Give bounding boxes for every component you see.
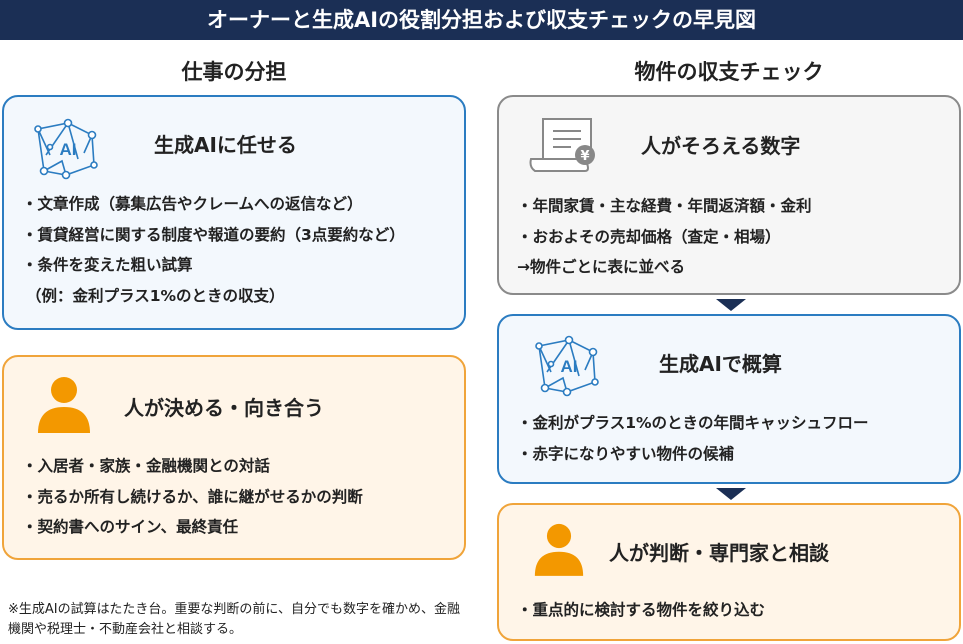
list-item: →物件ごとに表に並べる xyxy=(517,258,685,276)
down-arrow-icon xyxy=(716,299,746,311)
step-ai-estimate-box: AI 生成AIで概算 ・金利がプラス1%のときの年間キャッシュフロー ・赤字にな… xyxy=(497,314,961,484)
step2-title: 生成AIで概算 xyxy=(659,352,782,376)
ai-task-list: ・文章作成（募集広告やクレームへの返信など） ・賃貸経営に関する制度や報道の要約… xyxy=(22,189,405,311)
list-item: ・おおよその売却価格（査定・相場） xyxy=(517,227,781,246)
step1-title: 人がそろえる数字 xyxy=(641,134,801,158)
list-item: ・金利がプラス1%のときの年間キャッシュフロー xyxy=(517,414,869,432)
list-item: ・赤字になりやすい物件の候補 xyxy=(517,444,735,463)
step3-title: 人が判断・専門家と相談 xyxy=(609,541,829,565)
svg-text:AI: AI xyxy=(60,140,77,159)
receipt-yen-icon: ¥ xyxy=(529,118,595,172)
ai-network-icon: AI xyxy=(535,335,599,397)
step2-list: ・金利がプラス1%のときの年間キャッシュフロー ・赤字になりやすい物件の候補 xyxy=(517,408,869,469)
ai-tasks-box: AI 生成AIに任せる ・文章作成（募集広告やクレームへの返信など） ・賃貸経営… xyxy=(2,95,466,330)
list-item: ・契約書へのサイン、最終責任 xyxy=(22,518,239,536)
person-icon xyxy=(534,523,584,576)
human-tasks-box: 人が決める・向き合う ・入居者・家族・金融機関との対話 ・売るか所有し続けるか、… xyxy=(2,355,466,560)
ai-box-title: 生成AIに任せる xyxy=(154,133,297,157)
svg-text:AI: AI xyxy=(561,357,578,376)
list-item: （例：金利プラス1%のときの収支） xyxy=(26,286,285,305)
list-item: ・文章作成（募集広告やクレームへの返信など） xyxy=(22,195,363,213)
step-collect-numbers-box: ¥ 人がそろえる数字 ・年間家賃・主な経費・年間返済額・金利 ・おおよその売却価… xyxy=(497,95,961,295)
person-icon xyxy=(38,377,90,433)
step1-list: ・年間家賃・主な経費・年間返済額・金利 ・おおよその売却価格（査定・相場） →物… xyxy=(517,191,812,283)
list-item: ・入居者・家族・金融機関との対話 xyxy=(22,457,270,475)
human-task-list: ・入居者・家族・金融機関との対話 ・売るか所有し続けるか、誰に継がせるかの判断 … xyxy=(22,451,363,543)
right-column-heading: 物件の収支チェック xyxy=(634,60,824,84)
list-item: ・条件を変えた粗い試算 xyxy=(22,256,193,274)
human-box-title: 人が決める・向き合う xyxy=(124,396,324,420)
ai-network-icon: AI xyxy=(34,118,98,180)
down-arrow-icon xyxy=(716,488,746,500)
step-human-judgment-box: 人が判断・専門家と相談 ・重点的に検討する物件を絞り込む xyxy=(497,503,961,641)
list-item: ・売るか所有し続けるか、誰に継がせるかの判断 xyxy=(22,487,363,506)
list-item: ・重点的に検討する物件を絞り込む xyxy=(517,601,766,619)
step3-list: ・重点的に検討する物件を絞り込む xyxy=(517,595,765,626)
footnote: ※生成AIの試算はたたき台。重要な判断の前に、自分でも数字を確かめ、金融機関や税… xyxy=(8,602,460,637)
svg-text:¥: ¥ xyxy=(580,149,589,164)
page-title: オーナーと生成AIの役割分担および収支チェックの早見図 xyxy=(0,0,963,40)
list-item: ・賃貸経営に関する制度や報道の要約（3点要約など） xyxy=(22,225,405,244)
list-item: ・年間家賃・主な経費・年間返済額・金利 xyxy=(517,197,812,215)
left-column-heading: 仕事の分担 xyxy=(181,60,287,84)
